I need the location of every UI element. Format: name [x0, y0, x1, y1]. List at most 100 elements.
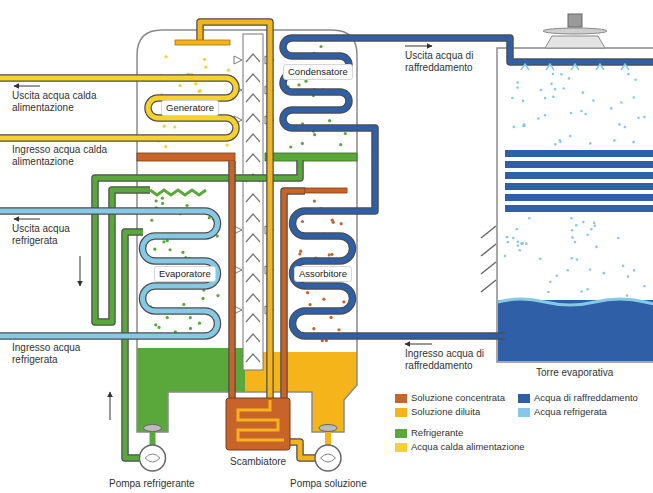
droplet	[582, 91, 585, 94]
droplet	[342, 300, 345, 303]
strainer	[144, 425, 162, 432]
diluted-solution-pipe-outline	[290, 442, 315, 458]
refrigerant-pipe-outline	[125, 232, 143, 458]
droplet	[523, 123, 526, 126]
droplet	[299, 250, 302, 253]
droplet	[168, 248, 171, 251]
droplet	[517, 244, 520, 247]
vapour-arrow	[246, 114, 260, 122]
component-label-box: Evaporatore	[154, 266, 216, 282]
evaporator-spray	[150, 190, 206, 195]
droplet	[227, 69, 230, 72]
component-name: Assorbitore	[299, 268, 347, 279]
louver	[481, 262, 496, 274]
pump-inlet	[150, 432, 156, 445]
condenser-tray	[265, 153, 357, 161]
spray-nozzle	[571, 64, 579, 70]
fill-media	[505, 183, 653, 190]
droplet	[173, 125, 176, 128]
vapour-arrow	[246, 254, 260, 262]
droplet	[301, 142, 304, 145]
droplet	[516, 228, 519, 231]
droplet	[522, 100, 525, 103]
legend-swatch	[395, 429, 407, 438]
flow-label: Pompa soluzione	[290, 478, 367, 490]
droplet	[304, 80, 307, 83]
legend-swatch	[518, 408, 530, 417]
droplet	[155, 199, 158, 202]
droplet	[593, 222, 596, 225]
droplet	[328, 119, 331, 122]
droplet	[166, 316, 169, 319]
droplet	[517, 241, 520, 244]
droplet	[620, 101, 623, 104]
droplet	[332, 221, 335, 224]
droplet	[313, 133, 316, 136]
flow-label: Torre evaporativa	[536, 367, 613, 379]
droplet	[198, 322, 201, 325]
droplet	[309, 303, 312, 306]
droplet	[328, 253, 331, 256]
legend-entry: Refrigerante	[395, 427, 463, 439]
spray-nozzle	[596, 64, 604, 70]
droplet	[162, 240, 165, 243]
droplet	[185, 204, 188, 207]
droplet	[643, 116, 646, 119]
droplet	[569, 135, 572, 138]
droplet	[622, 265, 625, 268]
legend-swatch	[395, 394, 407, 403]
vapour-channel	[243, 34, 263, 370]
concentrated-solution-pipe	[230, 161, 235, 398]
droplet	[562, 87, 565, 90]
cooling-water-coil-outline	[283, 38, 653, 336]
chilled-water-coil	[0, 211, 218, 336]
flow-label: Ingresso acqua calda alimentazione	[12, 144, 132, 168]
droplet	[574, 241, 577, 244]
component-label-box: Condensatore	[283, 64, 353, 80]
droplet	[153, 248, 156, 251]
droplet	[603, 272, 606, 275]
chilled-water-coil-outline	[0, 211, 218, 336]
legend-text: Acqua refrigerata	[534, 406, 607, 418]
droplet	[627, 275, 630, 278]
droplet	[164, 55, 167, 58]
droplet	[613, 139, 616, 142]
droplet	[582, 221, 585, 224]
fan-shroud	[545, 36, 605, 48]
vapour-arrow	[246, 214, 260, 222]
droplet	[549, 280, 552, 283]
droplet	[633, 96, 636, 99]
louver	[481, 280, 496, 292]
droplet	[571, 236, 574, 239]
spray-nozzle	[546, 64, 554, 70]
flow-arrow	[405, 46, 432, 47]
fill-media	[505, 194, 653, 201]
droplet	[623, 126, 626, 129]
droplet	[626, 294, 629, 297]
fill-media	[505, 150, 653, 157]
droplet	[518, 249, 521, 252]
droplet	[589, 268, 592, 271]
fill-media	[505, 205, 653, 212]
droplet	[179, 84, 182, 87]
vapour-arrow	[246, 134, 260, 142]
louver	[481, 244, 496, 256]
droplet	[556, 274, 559, 277]
droplet	[226, 144, 229, 147]
droplet	[558, 139, 561, 142]
droplet	[592, 99, 595, 102]
droplet	[161, 202, 164, 205]
droplet	[201, 297, 204, 300]
droplet	[506, 241, 509, 244]
component-name: Generatore	[166, 102, 214, 113]
droplet	[330, 253, 333, 256]
droplet	[594, 224, 597, 227]
flow-label: Scambiatore	[230, 456, 286, 468]
flow-arrow	[80, 256, 81, 286]
legend-entry: Soluzione concentrata	[395, 392, 505, 404]
droplet	[633, 269, 636, 272]
droplet	[289, 145, 292, 148]
pump-impeller	[145, 454, 160, 462]
flow-label: Uscita acqua refrigerata	[12, 223, 87, 247]
